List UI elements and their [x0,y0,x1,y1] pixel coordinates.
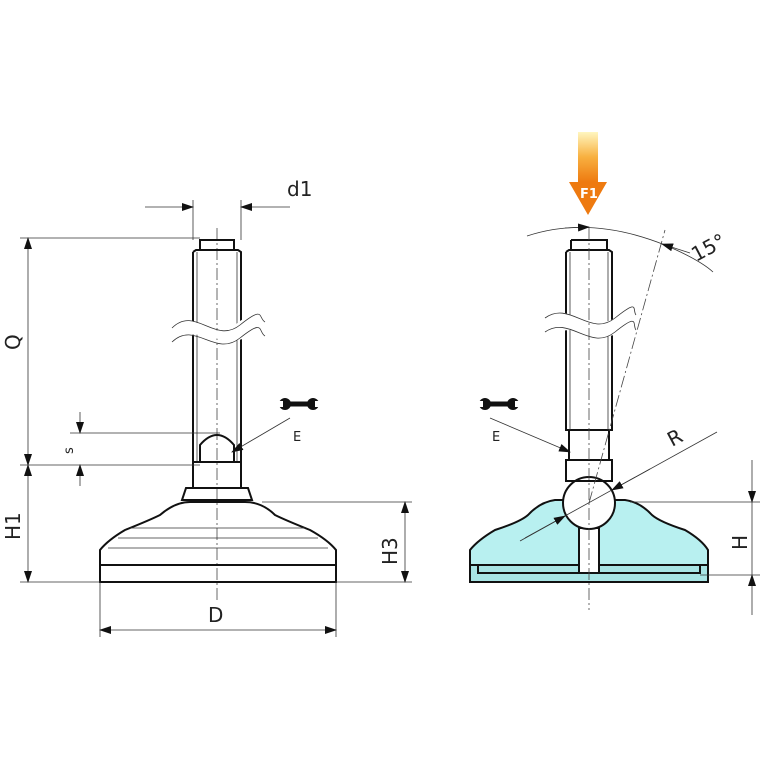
wrench-size-E-label: E [492,430,500,445]
left-view: d1 Q H1 s H3 D E [1,177,412,637]
break-line [544,306,637,339]
nut [565,459,613,482]
dim-d1-label: d1 [287,177,312,201]
dim-H1-label: H1 [1,512,25,540]
dim-s-label: s [62,447,77,454]
tilt-line [588,229,666,504]
dim-R-label: R [663,424,687,452]
dim-H3-label: H3 [378,537,402,565]
dim-H-label: H [728,535,752,550]
nut [180,461,254,501]
base-body [99,501,337,566]
angle-label: 15° [687,229,730,267]
threaded-shaft [565,239,613,431]
wrench-size-E-label: E [293,430,301,445]
angle-arc [526,226,714,273]
shaft-tip [199,239,235,250]
dim-Q-label: Q [1,334,25,350]
force-label: F1 [580,187,598,202]
dim-D-label: D [208,603,223,627]
break-line [171,313,266,345]
wrench-icon [277,398,321,410]
wrench-icon [477,398,521,410]
base-pad [99,564,337,583]
force-arrow-icon: F1 [569,132,607,215]
right-view: 15° F1 R H E [469,132,760,615]
